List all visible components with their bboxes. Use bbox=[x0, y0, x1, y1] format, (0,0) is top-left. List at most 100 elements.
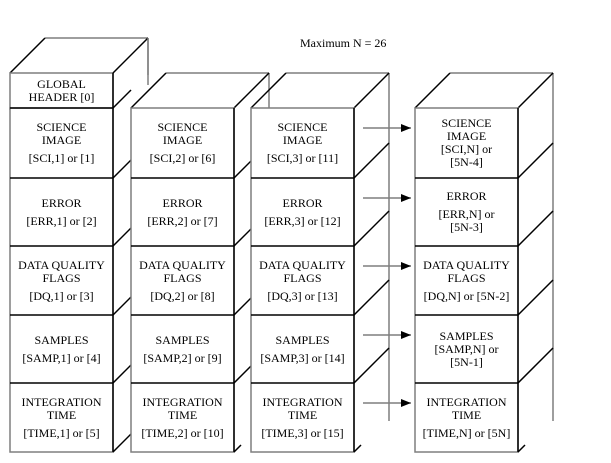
cell-title-line: SCIENCE bbox=[36, 120, 87, 134]
cell-title-line: SAMPLES bbox=[34, 332, 89, 347]
stack-3-side-diagonal bbox=[353, 279, 390, 316]
extension-reference: [ERR,3] or [12] bbox=[264, 213, 341, 228]
cell-title-line: SCIENCE bbox=[441, 116, 492, 130]
extension-reference: [DQ,N] or [5N-2] bbox=[423, 288, 510, 303]
global-header-front-face bbox=[9, 72, 114, 110]
stack-2-top-right-diagonal bbox=[233, 72, 270, 109]
stack-3-side-diagonal bbox=[353, 210, 390, 247]
cell-title-line: TIME bbox=[167, 407, 198, 422]
extension-reference: [SAMP,2] or [9] bbox=[143, 350, 222, 365]
stack-3-top-right-diagonal bbox=[353, 72, 390, 109]
cell-title-line: [5N-1] bbox=[450, 354, 483, 369]
cell-title-line: ERROR bbox=[41, 195, 82, 210]
extension-reference: [TIME,2] or [10] bbox=[141, 425, 224, 440]
stack-N-side-diagonal bbox=[517, 210, 554, 247]
stack-2-error-cell: ERROR [ERR,2] or [7] bbox=[131, 178, 234, 246]
stack-3-side-diagonal bbox=[353, 142, 390, 179]
extension-reference: [TIME,1] or [5] bbox=[23, 425, 100, 440]
cell-title-line: INTEGRATION bbox=[142, 394, 223, 409]
extension-reference: [SCI,3] or [11] bbox=[266, 151, 339, 165]
cell-title-line: SCIENCE bbox=[157, 120, 208, 134]
stack-1-front-face bbox=[9, 107, 114, 453]
stack-N-top-right-diagonal bbox=[517, 72, 554, 109]
cell-title-line: TIME bbox=[287, 407, 318, 422]
stack-1-side-diagonal bbox=[112, 89, 132, 109]
cell-title-line: DATA QUALITY bbox=[18, 257, 105, 272]
stack-3-samples-cell: SAMPLES [SAMP,3] or [14] bbox=[251, 315, 354, 383]
stack-1-samples-cell: SAMPLES [SAMP,1] or [4] bbox=[10, 315, 113, 383]
extension-reference: [SCI,2] or [6] bbox=[149, 151, 216, 165]
stack-N-top-left-diagonal bbox=[414, 72, 451, 109]
extension-reference: [DQ,2] or [8] bbox=[150, 288, 215, 303]
cell-title-line: SAMPLES bbox=[155, 332, 210, 347]
stack-N-side-diagonal bbox=[517, 279, 554, 316]
stack-2-front-face bbox=[130, 107, 235, 453]
stack-N-side-diagonal bbox=[517, 142, 554, 179]
cell-title-line: FLAGS bbox=[42, 270, 81, 285]
cell-title-line: SCIENCE bbox=[277, 120, 328, 134]
cell-title-line: ERROR bbox=[162, 195, 203, 210]
cell-title-line: ERROR bbox=[446, 189, 487, 203]
cell-title-line: FLAGS bbox=[163, 270, 202, 285]
stack-1-bottom-diagonal bbox=[112, 433, 132, 453]
extension-reference: [SAMP,3] or [14] bbox=[260, 350, 345, 365]
cell-title-line: IMAGE bbox=[41, 133, 82, 147]
extension-reference: [DQ,3] or [13] bbox=[267, 288, 338, 303]
cell-title-line: FLAGS bbox=[283, 270, 322, 285]
global-header-top-left-diagonal bbox=[9, 37, 46, 74]
stack-2-top-left-diagonal bbox=[130, 72, 167, 109]
cell-title-line: TIME bbox=[451, 407, 482, 422]
extension-reference: [TIME,N] or [5N] bbox=[422, 425, 511, 440]
cell-title-line: ERROR bbox=[282, 195, 323, 210]
extension-reference: [ERR,N] or bbox=[438, 207, 495, 221]
extension-reference: [ERR,1] or [2] bbox=[26, 213, 97, 228]
stack-1-side-diagonal bbox=[112, 159, 132, 179]
cell-title-line: IMAGE bbox=[446, 129, 487, 143]
stack-N-side-diagonal bbox=[517, 347, 554, 384]
stack-3-side-diagonal bbox=[353, 347, 390, 384]
stack-3-front-face bbox=[250, 107, 355, 453]
cell-title-line: INTEGRATION bbox=[262, 394, 343, 409]
global-header-top-right-diagonal bbox=[112, 37, 149, 74]
extension-reference: [SAMP,1] or [4] bbox=[22, 350, 101, 365]
stack-2-samples-cell: SAMPLES [SAMP,2] or [9] bbox=[131, 315, 234, 383]
cell-title-line: INTEGRATION bbox=[21, 394, 102, 409]
stack-N-error-cell: ERROR [ERR,N] or[5N-3] bbox=[415, 178, 518, 246]
stack-1-side-diagonal bbox=[112, 364, 132, 384]
cell-title-line: FLAGS bbox=[447, 270, 486, 285]
cell-title-line: DATA QUALITY bbox=[423, 257, 510, 272]
cell-title-line: HEADER [0] bbox=[28, 90, 95, 104]
cell-title-line: IMAGE bbox=[282, 133, 323, 147]
cell-title-line: SAMPLES bbox=[275, 332, 330, 347]
extension-reference: [DQ,1] or [3] bbox=[29, 288, 94, 303]
extension-reference: [SCI,1] or [1] bbox=[28, 151, 95, 165]
cell-title-line: [SAMP,N] or bbox=[434, 341, 499, 356]
stack-2-bottom-diagonal bbox=[233, 444, 242, 453]
cell-title-line: INTEGRATION bbox=[426, 394, 507, 409]
cell-title-line: [5N-4] bbox=[450, 155, 483, 169]
cell-title-line: TIME bbox=[46, 407, 77, 422]
stack-1-error-cell: ERROR [ERR,1] or [2] bbox=[10, 178, 113, 246]
cell-title-line: DATA QUALITY bbox=[139, 257, 226, 272]
stack-3-error-cell: ERROR [ERR,3] or [12] bbox=[251, 178, 354, 246]
stack-1-side-diagonal bbox=[112, 296, 132, 316]
cell-title-line: IMAGE bbox=[162, 133, 203, 147]
cell-title-line: DATA QUALITY bbox=[259, 257, 346, 272]
extension-reference: [5N-3] bbox=[450, 220, 483, 234]
stack-3-top-left-diagonal bbox=[250, 72, 287, 109]
extension-reference: [ERR,2] or [7] bbox=[147, 213, 218, 228]
cell-title-line: GLOBAL bbox=[37, 77, 86, 91]
